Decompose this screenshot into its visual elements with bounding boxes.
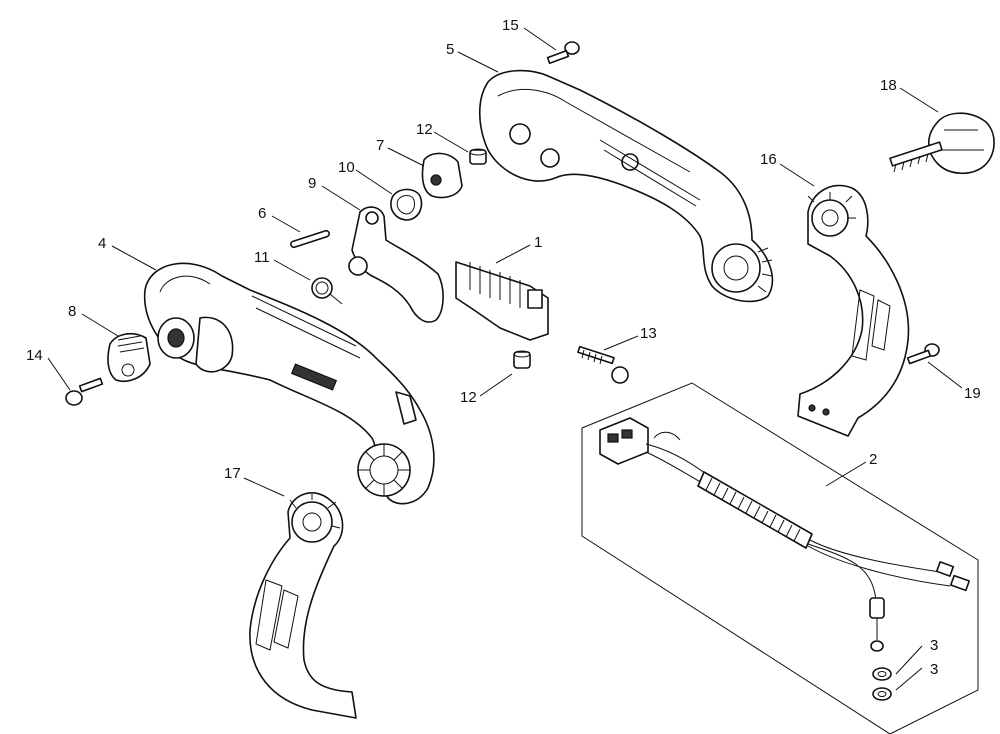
callout-13: 13 bbox=[640, 325, 657, 342]
callout-3-upper: 3 bbox=[930, 637, 938, 654]
callout-12-upper: 12 bbox=[416, 121, 433, 138]
support-bracket-16 bbox=[797, 184, 910, 437]
switch-connector bbox=[599, 417, 649, 465]
callout-17: 17 bbox=[224, 465, 241, 482]
screw-14 bbox=[65, 377, 104, 406]
nut-12-lower bbox=[513, 350, 531, 369]
nut-3-lower bbox=[872, 687, 892, 701]
callout-12-lower: 12 bbox=[460, 389, 477, 406]
nut-12-upper bbox=[469, 148, 487, 165]
screw-19 bbox=[906, 343, 940, 365]
nut-3-upper bbox=[872, 667, 892, 681]
leader-lines bbox=[47, 27, 963, 691]
callout-15: 15 bbox=[502, 17, 519, 34]
callout-10: 10 bbox=[338, 159, 355, 176]
callout-19: 19 bbox=[964, 385, 981, 402]
callout-16: 16 bbox=[760, 151, 777, 168]
spring-11 bbox=[311, 277, 343, 305]
wiring-harness-box bbox=[581, 382, 979, 734]
callout-3-lower: 3 bbox=[930, 661, 938, 678]
callout-6: 6 bbox=[258, 205, 266, 222]
callout-7: 7 bbox=[376, 137, 384, 154]
callout-11: 11 bbox=[254, 249, 270, 266]
callout-9: 9 bbox=[308, 175, 316, 192]
callout-5: 5 bbox=[446, 41, 454, 58]
callout-labels: 1 2 3 3 4 5 6 7 8 9 10 11 12 12 13 14 15… bbox=[26, 17, 981, 678]
switch-bracket-1 bbox=[455, 261, 549, 341]
support-bracket-17 bbox=[249, 492, 357, 719]
gasket-10 bbox=[390, 188, 423, 221]
handle-half-5 bbox=[478, 69, 774, 303]
pin-6 bbox=[290, 229, 330, 249]
lock-button-8 bbox=[107, 332, 151, 382]
callout-18: 18 bbox=[880, 77, 897, 94]
knob-bolt-18 bbox=[889, 112, 995, 175]
callout-2: 2 bbox=[869, 451, 877, 468]
coiled-conduit bbox=[697, 471, 813, 549]
bolt-13 bbox=[577, 345, 629, 384]
handle-4-gear-disc bbox=[357, 443, 411, 497]
callout-1: 1 bbox=[534, 234, 542, 251]
handle-half-4 bbox=[143, 262, 435, 505]
switch-7 bbox=[421, 152, 463, 199]
throttle-lever-9 bbox=[348, 206, 444, 323]
callout-14: 14 bbox=[26, 347, 43, 364]
screw-15 bbox=[546, 41, 580, 65]
callout-4: 4 bbox=[98, 235, 106, 252]
callout-8: 8 bbox=[68, 303, 76, 320]
ring-terminal bbox=[869, 597, 885, 652]
